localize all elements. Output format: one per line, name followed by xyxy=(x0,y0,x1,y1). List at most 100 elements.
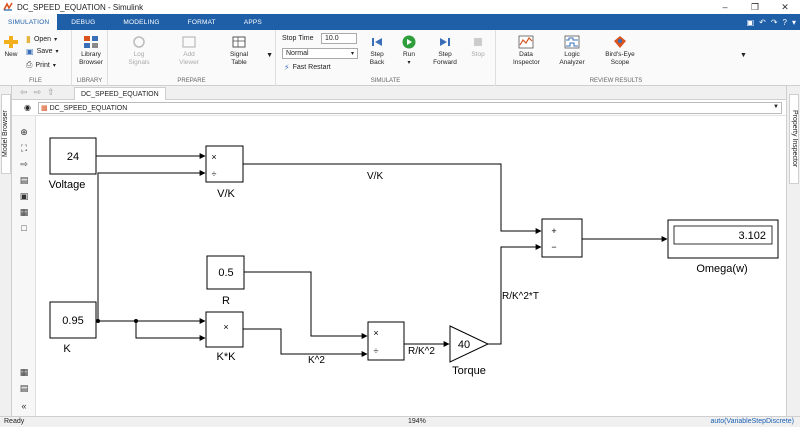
stop-time-input[interactable]: 10.0 xyxy=(321,33,357,44)
undo-icon[interactable]: ↶ xyxy=(759,17,766,27)
kk-product-block[interactable]: × K*K xyxy=(205,311,244,363)
image-area-icon[interactable]: ▦ xyxy=(19,206,29,217)
fast-restart-button[interactable]: ⚡ Fast Restart xyxy=(284,63,331,72)
log-signals-button[interactable]: Log Signals xyxy=(122,35,156,67)
zoom-in-icon[interactable]: ⊕ xyxy=(20,126,28,137)
folder-icon: ▮ xyxy=(26,34,31,44)
maximize-button[interactable]: ❐ xyxy=(750,1,760,12)
signal-line-k2[interactable] xyxy=(243,328,368,357)
model-path-text: DC_SPEED_EQUATION xyxy=(49,104,128,112)
arrow-icon[interactable]: ⇨ xyxy=(20,158,28,169)
add-viewer-icon xyxy=(182,36,196,48)
simulation-mode-value: Normal xyxy=(286,50,309,57)
tab-format[interactable]: FORMAT xyxy=(187,18,216,26)
chevron-down-icon[interactable]: ▼ xyxy=(773,104,779,110)
area-icon[interactable]: □ xyxy=(21,223,27,233)
tab-modeling[interactable]: MODELING xyxy=(123,18,160,26)
new-button[interactable]: New xyxy=(3,35,19,59)
minimize-button[interactable]: – xyxy=(722,2,728,12)
sum-op1: + xyxy=(551,226,556,236)
model-browser-tab[interactable]: Model Browser xyxy=(1,94,11,174)
prepare-group: Log Signals Add Viewer Signal Table ▼ PR… xyxy=(108,30,276,86)
title-bar: DC_SPEED_EQUATION - Simulink – ❐ ✕ xyxy=(0,0,800,14)
simulation-mode-select[interactable]: Normal ▾ xyxy=(282,48,358,59)
logic-analyzer-button[interactable]: Logic Analyzer xyxy=(554,35,590,67)
step-back-icon xyxy=(372,38,382,46)
fit-to-view-icon[interactable]: ⛶ xyxy=(20,142,28,153)
print-button[interactable]: ⎙ Print ▾ xyxy=(26,60,56,70)
step-back-button[interactable]: Step Back xyxy=(364,35,390,67)
status-bar: Ready 194% auto(VariableStepDiscrete) xyxy=(0,416,800,427)
k-label: K xyxy=(63,343,71,355)
voltage-label: Voltage xyxy=(49,179,86,191)
signal-label-vk: V/K xyxy=(367,171,383,182)
open-button[interactable]: ▮ Open ▾ xyxy=(26,34,57,45)
run-button[interactable]: Run ▾ xyxy=(396,35,422,67)
signal-line-k-to-vk[interactable] xyxy=(96,170,206,322)
torque-gain-block[interactable]: 40 Torque xyxy=(449,325,490,377)
annotation-icon[interactable]: ▤ xyxy=(19,174,29,185)
collapse-palette-icon[interactable]: « xyxy=(21,401,27,411)
signal-label-rk2t: R/K^2*T xyxy=(502,291,539,302)
library-browser-icon xyxy=(84,36,98,48)
save-button[interactable]: ▣ Save ▾ xyxy=(26,47,59,56)
birds-eye-scope-button[interactable]: Bird's-Eye Scope xyxy=(600,35,640,67)
ribbon-tabs: SIMULATION DEBUG MODELING FORMAT APPS ▣ … xyxy=(0,14,800,30)
hide-browser-icon[interactable]: ◉ xyxy=(24,103,31,112)
tab-debug[interactable]: DEBUG xyxy=(71,18,96,26)
tab-simulation[interactable]: SIMULATION xyxy=(0,14,58,30)
up-arrow-icon[interactable]: ⇧ xyxy=(47,87,55,97)
add-viewer-button[interactable]: Add Viewer xyxy=(172,35,206,67)
tab-apps[interactable]: APPS xyxy=(243,18,262,26)
kk-label: K*K xyxy=(217,351,237,363)
k-constant-block[interactable]: 0.95 K xyxy=(49,301,97,355)
back-arrow-icon[interactable]: ⇦ xyxy=(20,87,28,97)
run-icon xyxy=(402,35,416,49)
r-label: R xyxy=(222,295,230,307)
close-button[interactable]: ✕ xyxy=(781,1,789,12)
signal-table-button[interactable]: Signal Table xyxy=(222,35,256,67)
omega-display-block[interactable]: 3.102 Omega(w) xyxy=(667,219,779,275)
library-browser-button[interactable]: Library Browser xyxy=(76,35,106,67)
r-constant-block[interactable]: 0.5 R xyxy=(206,255,245,307)
rk2-divide-block[interactable]: × ÷ xyxy=(367,321,405,361)
signal-line-r[interactable] xyxy=(244,271,368,339)
signal-line-k-to-kk2[interactable] xyxy=(135,321,206,341)
vk-label: V/K xyxy=(217,188,235,200)
data-inspector-icon xyxy=(518,35,534,49)
solver-link[interactable]: auto(VariableStepDiscrete) xyxy=(710,418,794,425)
explorer-bar-icon[interactable]: ▤ xyxy=(19,382,29,393)
signal-table-icon xyxy=(232,36,246,48)
prepare-expand-icon[interactable]: ▼ xyxy=(266,52,273,59)
camera-icon[interactable]: ▦ xyxy=(19,366,29,377)
model-path-field[interactable]: ▩ DC_SPEED_EQUATION ▼ xyxy=(38,102,782,114)
step-forward-label: Step Forward xyxy=(433,51,457,66)
voltage-value: 24 xyxy=(67,151,79,163)
kk-op: × xyxy=(223,322,228,332)
forward-arrow-icon[interactable]: ⇨ xyxy=(33,87,42,97)
signal-line-vk-to-sum[interactable] xyxy=(243,163,542,234)
data-inspector-button[interactable]: Data Inspector xyxy=(508,35,544,67)
step-forward-icon xyxy=(440,38,450,46)
simulink-logo-icon xyxy=(3,2,13,11)
ribbon-expand-icon[interactable]: ▼ xyxy=(740,52,747,59)
signal-line-rk2t[interactable] xyxy=(488,244,542,345)
stop-button[interactable]: Stop xyxy=(466,35,490,59)
redo-icon[interactable]: ↷ xyxy=(770,17,778,27)
voltage-constant-block[interactable]: 24 Voltage xyxy=(49,137,97,191)
save-icon: ▣ xyxy=(26,47,34,56)
vk-divide-block[interactable]: × ÷ V/K xyxy=(205,145,244,200)
help-icon[interactable]: ? xyxy=(782,17,787,27)
sum-block[interactable]: + − xyxy=(541,218,583,258)
model-canvas[interactable]: V/K K^2 R/K^2 R/K^2*T 24 Voltage 0.95 K … xyxy=(36,116,786,416)
logic-analyzer-icon xyxy=(564,35,580,49)
doc-tab-model[interactable]: DC_SPEED_EQUATION xyxy=(74,87,166,100)
image-icon[interactable]: ▣ xyxy=(19,190,29,201)
property-inspector-tab[interactable]: Property Inspector xyxy=(789,94,799,184)
step-forward-button[interactable]: Step Forward xyxy=(428,35,462,67)
file-group: New ▮ Open ▾ ▣ Save ▾ ⎙ Print ▾ FILE xyxy=(0,30,72,86)
expand-icon[interactable]: ▾ xyxy=(791,17,796,27)
quick-save-icon[interactable]: ▣ xyxy=(746,17,755,27)
rk2-op1: × xyxy=(373,328,378,338)
